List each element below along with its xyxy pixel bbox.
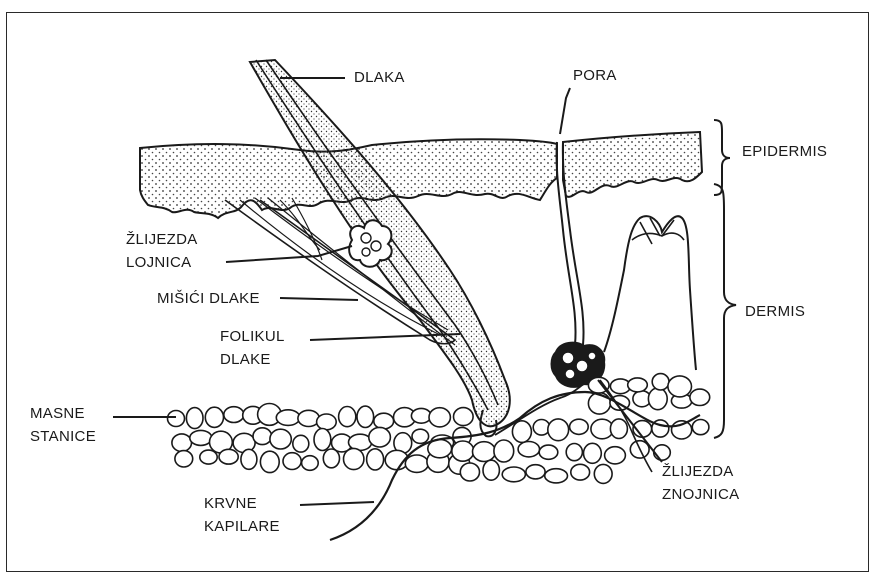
label-misici-dlake-text: MIŠIĆI DLAKE <box>157 287 260 310</box>
fat-cell <box>548 419 569 441</box>
fat-cell <box>339 407 356 427</box>
label-epidermis: EPIDERMIS <box>742 140 827 163</box>
label-dlaka-text: DLAKA <box>354 66 405 89</box>
label-zlijezda-lojnica: ŽLIJEZDA LOJNICA <box>126 228 198 274</box>
fat-cell <box>241 449 257 469</box>
fat-cell <box>588 393 610 414</box>
label-masne-stanice: MASNE STANICE <box>30 402 96 448</box>
fat-cell <box>512 421 531 443</box>
fat-cell <box>412 429 429 443</box>
fat-cell <box>668 376 692 397</box>
sebaceous-gland <box>349 220 392 267</box>
label-krvne-kapilare-line2: KAPILARE <box>204 515 280 538</box>
fat-cell <box>460 463 479 481</box>
label-zlijezda-lojnica-line1: ŽLIJEZDA <box>126 228 198 251</box>
fat-cell <box>652 374 669 390</box>
fat-cell <box>374 413 394 429</box>
label-zlijezda-lojnica-line2: LOJNICA <box>126 251 198 274</box>
fat-cell <box>172 434 192 452</box>
label-dermis-text: DERMIS <box>745 300 805 323</box>
fat-cell <box>260 451 279 472</box>
label-krvne-kapilare: KRVNE KAPILARE <box>204 492 280 538</box>
fat-cell <box>571 464 590 480</box>
fat-cell <box>317 414 337 430</box>
dermal-papilla <box>604 216 696 370</box>
fat-cell <box>367 449 384 470</box>
fat-cell <box>219 449 238 464</box>
fat-cell <box>545 469 568 483</box>
fat-cell <box>594 464 612 483</box>
label-zlijezda-znojnica: ŽLIJEZDA ZNOJNICA <box>662 460 739 506</box>
fat-cell <box>566 444 582 461</box>
fat-cell <box>200 450 217 464</box>
label-masne-stanice-line2: STANICE <box>30 425 96 448</box>
fat-cell <box>584 443 602 463</box>
fat-cell <box>302 456 319 471</box>
label-folikul-dlake-line2: DLAKE <box>220 348 285 371</box>
dermis-brace <box>714 184 736 438</box>
label-dlaka: DLAKA <box>354 66 405 89</box>
label-dermis: DERMIS <box>745 300 805 323</box>
label-pora-text: PORA <box>573 64 617 87</box>
fat-cell <box>690 389 710 405</box>
fat-cell <box>692 420 709 435</box>
fat-cell <box>452 441 474 461</box>
fat-cell <box>648 388 667 410</box>
label-masne-stanice-line1: MASNE <box>30 402 96 425</box>
fat-cell <box>570 419 589 434</box>
fat-cell <box>454 408 474 426</box>
label-misici-dlake: MIŠIĆI DLAKE <box>157 287 260 310</box>
fat-cell <box>518 442 539 457</box>
fat-cell <box>298 410 319 426</box>
label-epidermis-text: EPIDERMIS <box>742 140 827 163</box>
fat-cell <box>539 445 558 459</box>
fat-cells <box>168 374 710 484</box>
fat-cell <box>483 460 499 480</box>
fat-cell <box>502 467 525 482</box>
fat-cell <box>270 429 291 449</box>
label-zlijezda-znojnica-line2: ZNOJNICA <box>662 483 739 506</box>
label-krvne-kapilare-line1: KRVNE <box>204 492 280 515</box>
fat-cell <box>369 427 391 447</box>
label-folikul-dlake-line1: FOLIKUL <box>220 325 285 348</box>
fat-cell <box>168 411 185 427</box>
fat-cell <box>276 410 300 426</box>
fat-cell <box>344 448 364 469</box>
fat-cell <box>224 407 244 423</box>
fat-cell <box>494 440 514 462</box>
label-pora: PORA <box>573 64 617 87</box>
fat-cell <box>186 408 203 429</box>
fat-cell <box>205 407 223 427</box>
fat-cell <box>283 453 301 470</box>
fat-cell <box>526 465 545 479</box>
fat-cell <box>253 428 272 445</box>
fat-cell <box>190 430 212 445</box>
fat-cell <box>314 429 331 451</box>
label-zlijezda-znojnica-line1: ŽLIJEZDA <box>662 460 739 483</box>
label-folikul-dlake: FOLIKUL DLAKE <box>220 325 285 371</box>
fat-cell <box>405 455 428 472</box>
fat-cell <box>473 442 496 462</box>
fat-cell <box>429 408 450 427</box>
fat-cell <box>323 449 339 468</box>
fat-cell <box>357 406 374 427</box>
fat-cell <box>175 451 193 467</box>
epidermis-layer <box>140 132 702 218</box>
fat-cell <box>654 445 671 460</box>
fat-cell <box>411 408 431 423</box>
fat-cell <box>628 378 648 392</box>
fat-cell <box>605 447 626 464</box>
fat-cell <box>293 435 309 452</box>
fat-cell <box>610 419 627 439</box>
